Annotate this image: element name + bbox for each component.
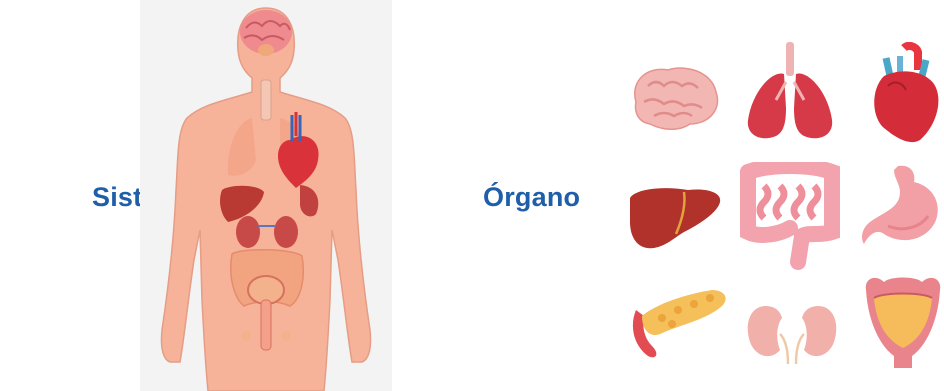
bladder-icon: [862, 270, 944, 370]
kidneys-icon: [742, 300, 842, 364]
stomach-icon: [858, 162, 944, 262]
brain-icon: [626, 62, 724, 132]
intestines-icon: [740, 162, 840, 270]
pancreas-icon: [626, 284, 730, 362]
lungs-icon: [742, 42, 838, 144]
organ-label: Órgano: [483, 182, 580, 213]
liver-icon: [626, 182, 724, 252]
human-body-illustration: [140, 0, 392, 391]
heart-icon: [864, 42, 944, 146]
